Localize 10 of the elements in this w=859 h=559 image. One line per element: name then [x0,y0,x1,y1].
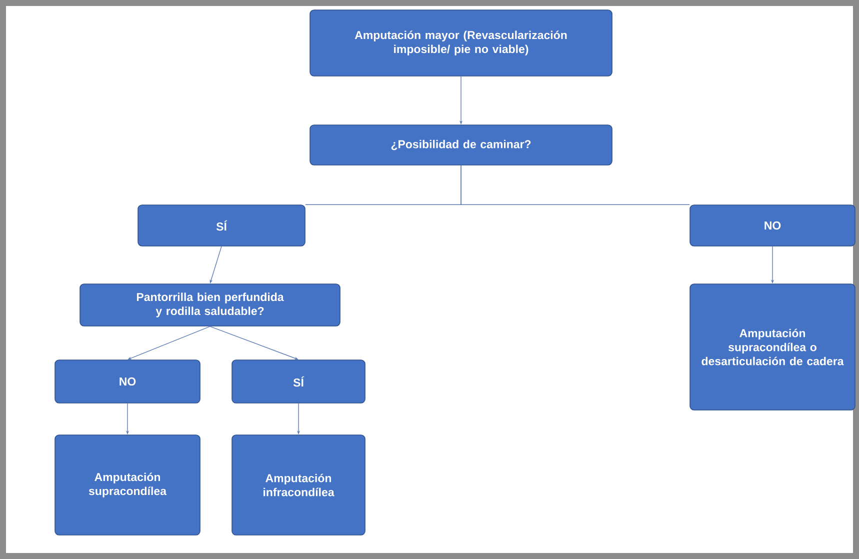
process-box: Amputación infracondílea [232,434,366,536]
process-box: ¿Posibilidad de caminar? [310,124,612,166]
process-box: Amputación supracondílea o desarticulación de cadera [690,284,856,410]
process-box: NO [54,360,200,404]
process-box: Amputación supracondílea [54,434,200,536]
process-box: Amputación mayor (Revascularización imposible/ pie no viable) [310,10,612,76]
process-box: SÍ [138,204,306,246]
process-box: Pantorrilla bien perfundida y rodilla saludable? [80,284,340,326]
process-box: NO [690,204,856,246]
process-box: SÍ [232,360,366,404]
